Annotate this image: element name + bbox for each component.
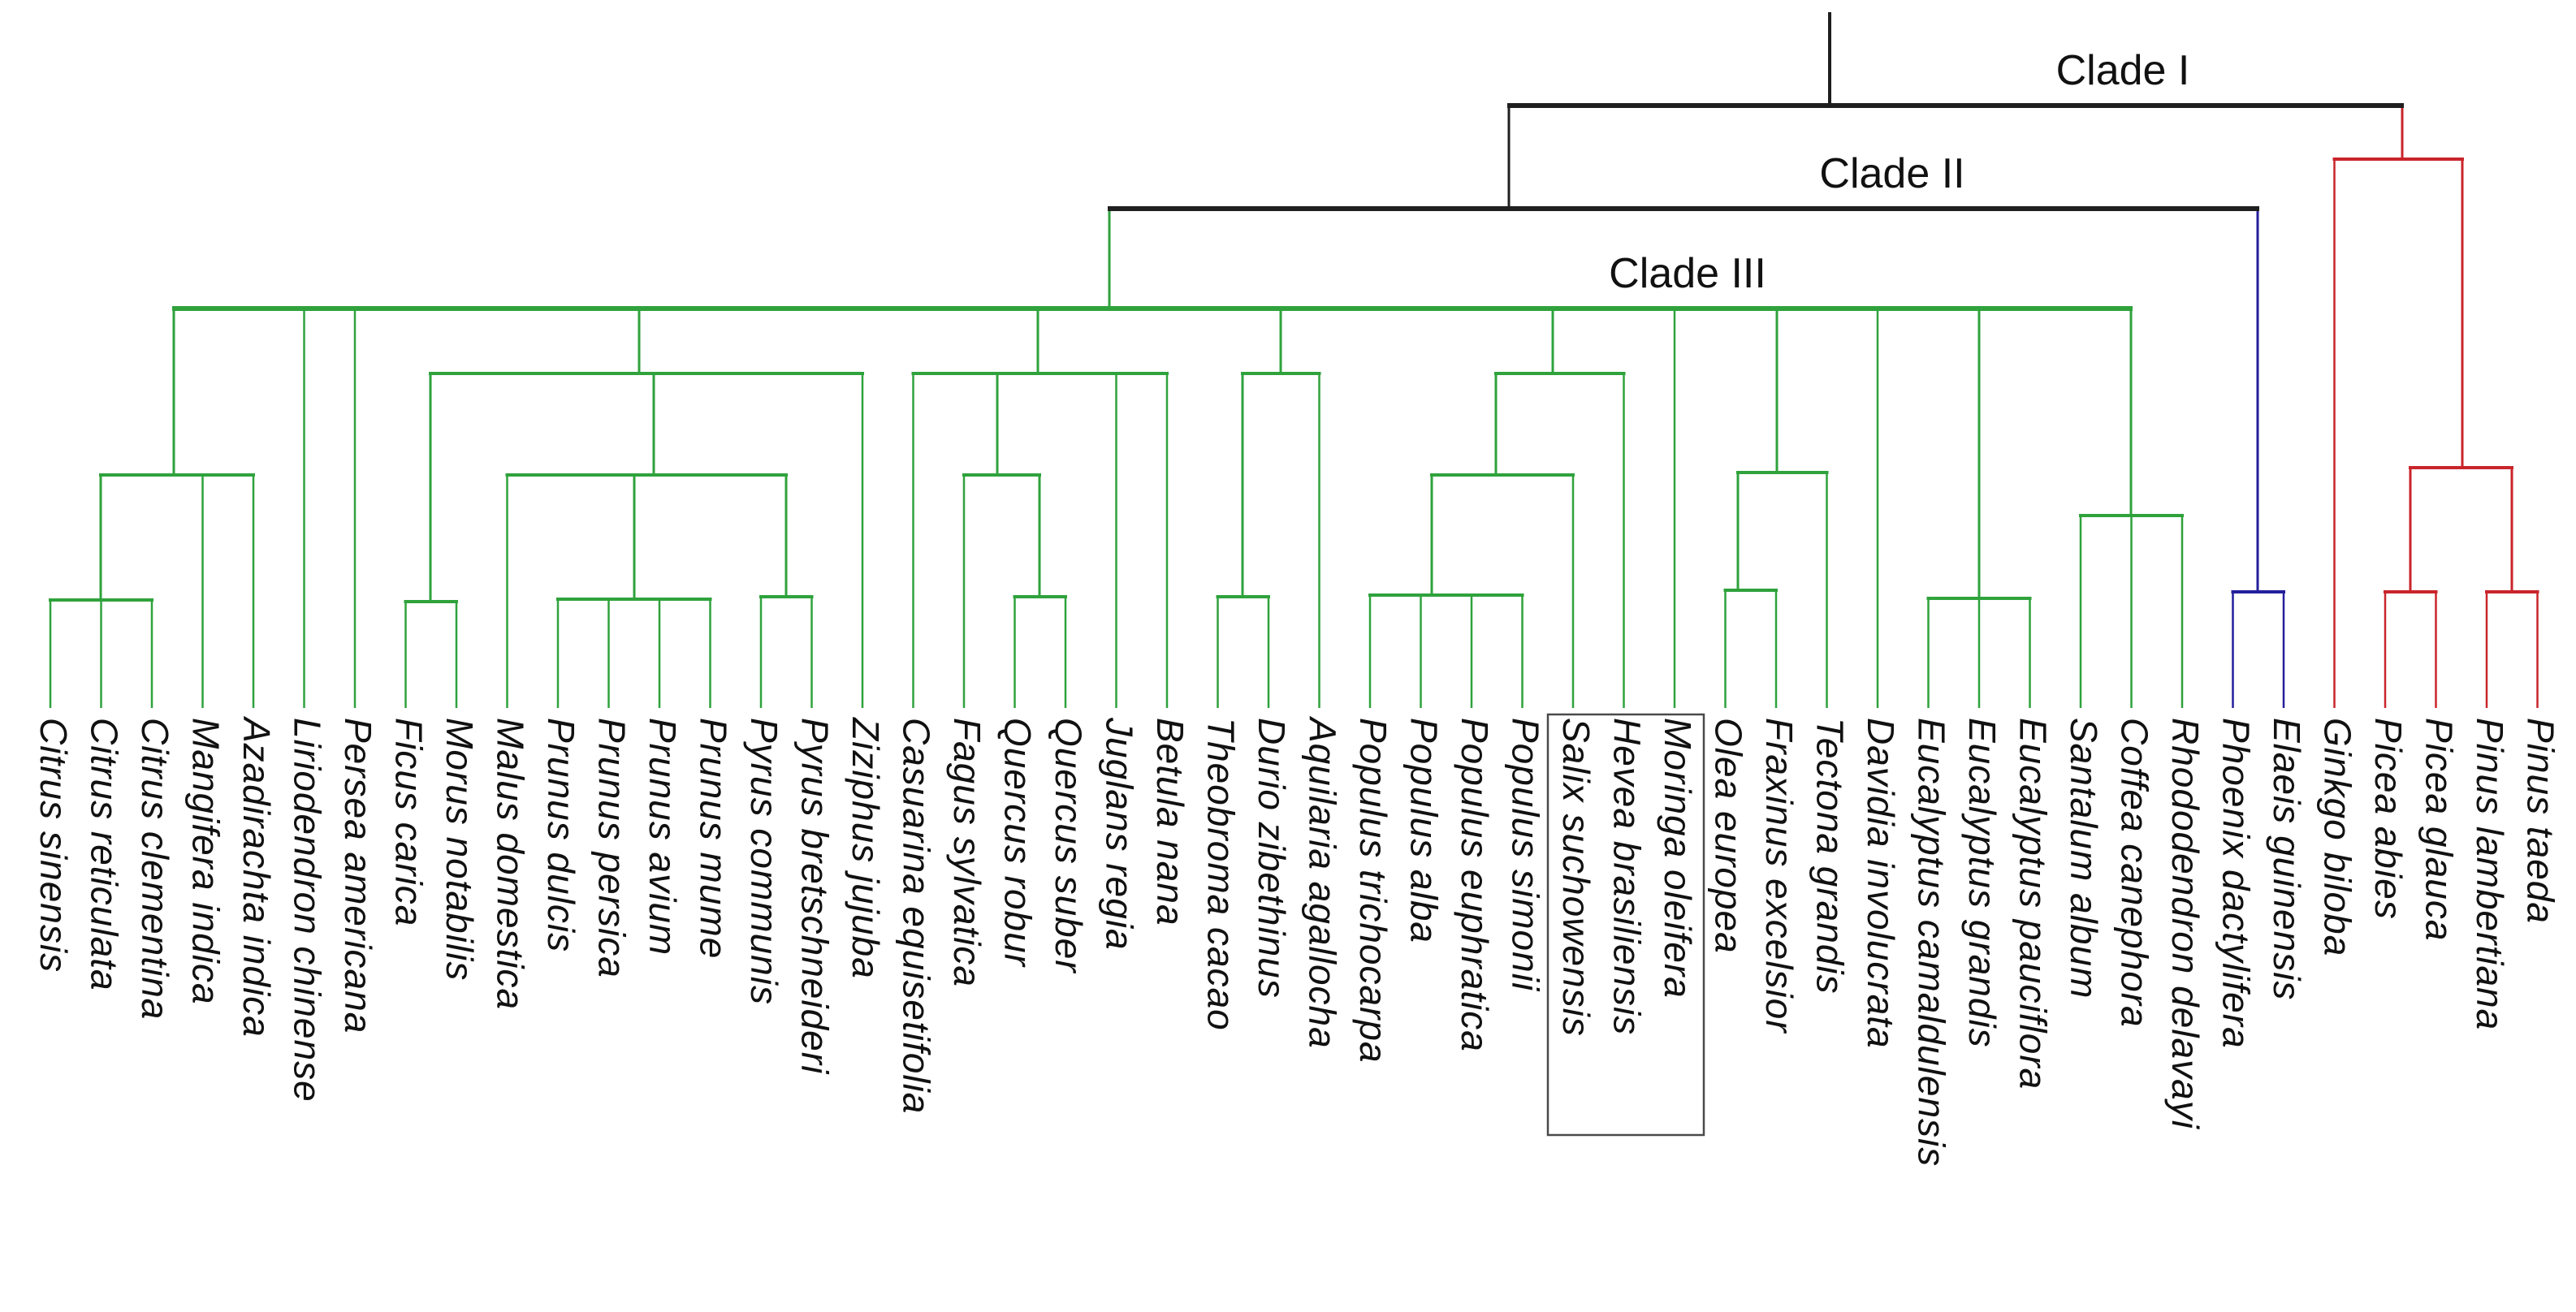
leaf-label: Moringa oleifera [1657,718,1699,999]
leaf-label: Populus euphratica [1454,718,1496,1052]
leaf-label: Aquilaria agallocha [1302,715,1344,1049]
leaf-label: Fagus sylvatica [946,718,988,987]
leaf-label: Rhododendron delavayi [2164,718,2206,1130]
clade-i-label: Clade I [2056,47,2190,94]
leaf-label: Elaeis guinensis [2266,718,2308,1000]
leaf-label: Prunus mume [693,718,735,959]
leaf-label: Prunus avium [642,718,684,956]
leaf-label: Citrus sinensis [32,718,75,973]
leaf-label: Pinus lambertiana [2469,718,2511,1030]
leaf-label: Davidia involucrata [1860,718,1902,1049]
leaf-label: Ziziphus jujuba [845,717,887,979]
leaf-label: Populus trichocarpa [1352,718,1394,1064]
leaf-label: Theobroma cacao [1200,718,1243,1031]
leaf-label: Ficus carica [388,718,430,926]
leaf-label: Persea americana [337,718,379,1034]
leaf-label: Fraxinus excelsior [1758,718,1800,1034]
leaf-label: Salix suchowensis [1555,718,1597,1037]
leaf-label: Quercus robur [997,718,1039,968]
leaf-label: Eucalyptus grandis [1961,718,2003,1048]
leaf-label: Durio zibethinus [1251,718,1293,999]
leaf-label: Eucalyptus pauciflora [2012,718,2055,1090]
leaf-label: Santalum album [2063,718,2105,999]
leaf-label: Morus notabilis [439,718,481,981]
leaf-label: Citrus clementina [134,718,176,1020]
leaf-label: Citrus reticulata [84,718,126,991]
leaf-label: Casuarina equisetifolia [896,718,938,1114]
leaf-label: Populus simonii [1505,718,1547,992]
leaf-label: Juglans regia [1099,717,1141,951]
leaf-label: Olea europea [1708,718,1750,954]
leaf-label: Populus alba [1403,718,1446,943]
leaf-label: Quercus suber [1048,718,1090,973]
leaf-label: Mangifera indica [185,718,227,1005]
leaf-label: Phoenix dactylifera [2215,718,2258,1049]
leaf-label: Pinus taeda [2520,718,2562,924]
leaf-label: Picea abies [2367,718,2410,920]
labels-layer: Clade I Clade II Clade III Citrus sinens… [32,47,2562,1167]
leaf-label: Ginkgo biloba [2317,718,2359,956]
leaf-label: Coffea canephora [2114,718,2156,1028]
highlight-box [1546,713,1705,1137]
leaf-label: Malus domestica [490,718,532,1010]
clade-ii-label: Clade II [1819,150,1964,197]
leaf-label: Eucalyptus camaldulensis [1911,718,1953,1167]
leaf-label: Pyrus communis [743,718,785,1005]
leaf-label: Prunus persica [591,718,633,978]
leaf-label: Prunus dulcis [540,718,582,952]
leaf-label: Tectona grandis [1809,718,1852,995]
clade-iii-label: Clade III [1609,250,1766,297]
leaf-label: Liriodendron chinense [287,718,329,1103]
leaf-label: Azadirachta indica [236,715,278,1038]
leaf-label: Picea glauca [2418,718,2461,941]
branches-layer [49,12,2539,708]
leaf-label: Hevea brasiliensis [1606,718,1649,1035]
leaf-label: Pyrus bretschneideri [794,718,836,1075]
leaf-label: Betula nana [1149,718,1191,926]
